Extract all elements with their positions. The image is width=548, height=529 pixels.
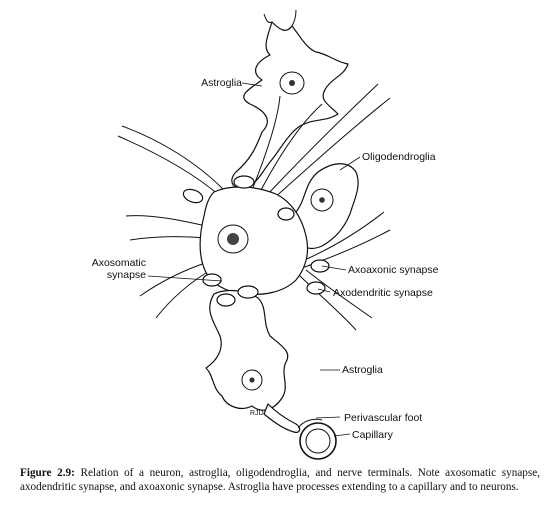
- synaptic-boutons: [182, 175, 330, 295]
- artist-initials: RJD: [250, 410, 264, 417]
- astroglia-bottom-cell: [205, 285, 301, 433]
- label-axosomatic-line2: synapse: [107, 269, 146, 281]
- label-perivascular-foot: Perivascular foot: [344, 412, 422, 424]
- figure-caption: Figure 2.9: Relation of a neuron, astrog…: [20, 467, 540, 494]
- astroglia-top-cell: [231, 9, 349, 189]
- label-oligodendroglia: Oligodendroglia: [362, 151, 436, 163]
- label-axosomatic-line1: Axosomatic: [92, 257, 146, 269]
- label-axoaxonic-synapse: Axoaxonic synapse: [348, 264, 439, 276]
- label-capillary: Capillary: [352, 429, 394, 441]
- capillary: [297, 418, 337, 460]
- label-astroglia-bottom: Astroglia: [342, 364, 383, 376]
- label-astroglia-top: Astroglia: [201, 77, 242, 89]
- leader-lines: [147, 82, 361, 437]
- neuron-processes: [117, 83, 391, 331]
- caption-text: Relation of a neuron, astroglia, oligode…: [20, 467, 540, 493]
- label-axodendritic-synapse: Axodendritic synapse: [333, 287, 433, 299]
- figure-number: Figure 2.9:: [20, 467, 75, 479]
